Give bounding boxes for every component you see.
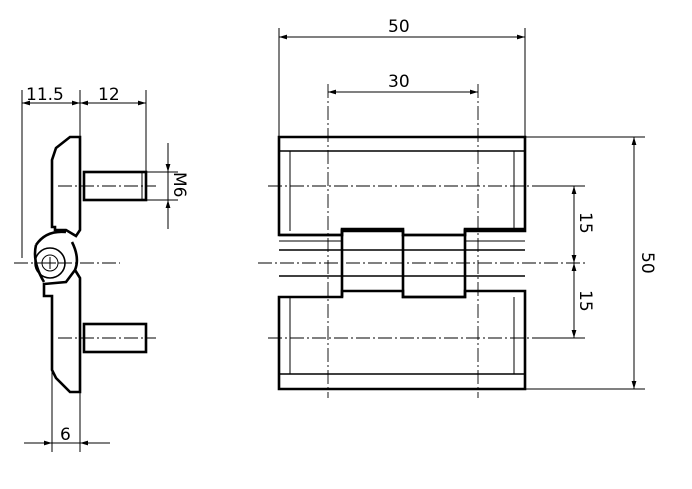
dim-front-lower-hole: 15 [575, 290, 595, 312]
side-view: 11.5 12 M6 6 [14, 85, 189, 452]
front-view: 50 30 50 15 15 [258, 17, 657, 398]
dim-side-offset: 11.5 [26, 85, 64, 105]
side-body-outline [50, 135, 82, 238]
dim-front-upper-hole: 15 [575, 212, 595, 234]
dim-side-pin-length: 12 [98, 85, 120, 105]
dim-front-height: 50 [637, 252, 657, 274]
dim-side-thickness: 6 [60, 425, 71, 445]
front-lower-leaf [277, 289, 527, 391]
dim-front-width: 50 [388, 17, 410, 37]
side-body-lower-outline [42, 267, 82, 394]
dim-front-hole-spacing: 30 [388, 72, 410, 92]
dim-side-thread: M6 [169, 172, 189, 197]
